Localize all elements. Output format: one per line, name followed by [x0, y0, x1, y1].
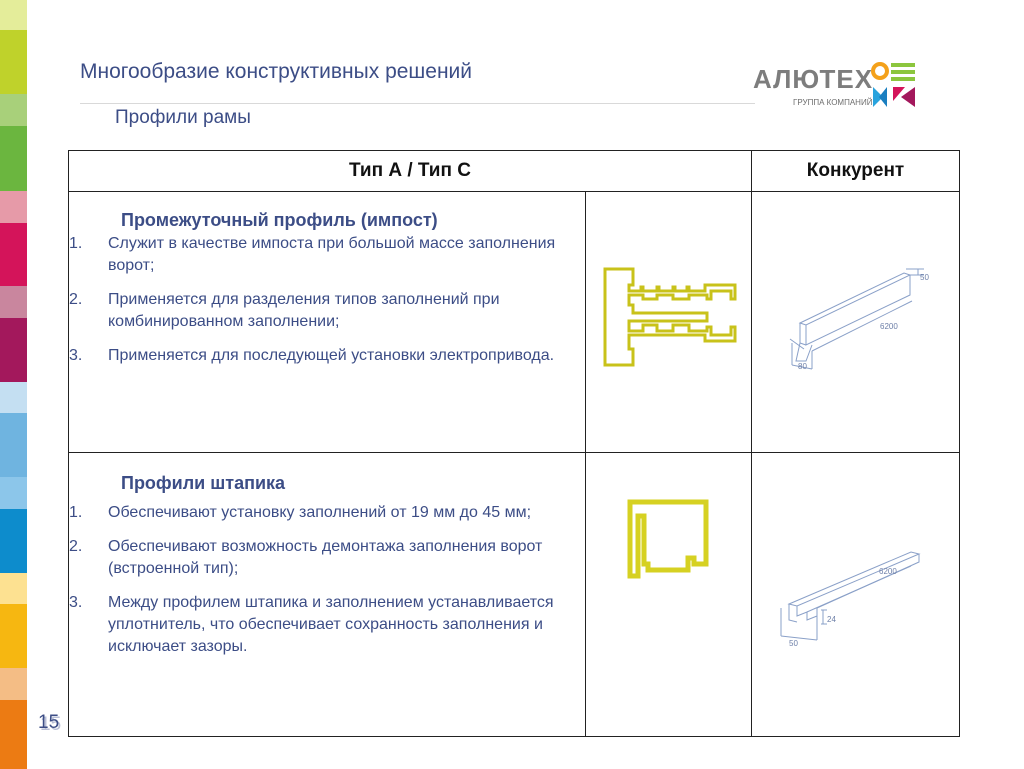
dim-label: 50 [789, 639, 798, 648]
stripe-segment [0, 286, 27, 318]
block-title: Промежуточный профиль (импост) [121, 210, 438, 230]
item-text: Обеспечивают возможность демонтажа запол… [108, 538, 543, 577]
dim-label: 6200 [879, 567, 897, 576]
item-text: Служит в качестве импоста при большой ма… [108, 235, 556, 274]
list-item: 1. Обеспечивают установку заполнений от 1… [69, 502, 573, 524]
list-item: 3. Применяется для последующей установки … [69, 345, 573, 367]
stripe-segment [0, 573, 27, 604]
item-number: 2. [69, 291, 83, 308]
list-item: 2. Применяется для разделения типов запол… [69, 289, 573, 333]
list-item: 2. Обеспечивают возможность демонтажа зап… [69, 536, 573, 580]
stripe-segment [0, 509, 27, 573]
title-divider [80, 103, 755, 104]
page-subtitle: Профили рамы [115, 107, 251, 128]
dim-label: 80 [798, 362, 807, 371]
glazing-bead-profile-drawing [627, 499, 708, 579]
left-color-stripe [0, 0, 27, 769]
logo-tagline: ГРУППА КОМПАНИЙ [793, 98, 873, 107]
item-text: Обеспечивают установку заполнений от 19 … [108, 504, 532, 521]
item-text: Применяется для последующей установки эл… [108, 347, 555, 364]
page-title: Многообразие конструктивных решений [80, 60, 473, 83]
stripe-segment [0, 94, 27, 126]
profile-drawing-cell [585, 191, 752, 453]
block-title: Профили штапика [121, 473, 286, 493]
stripe-segment [0, 604, 27, 668]
list-item: 3. Между профилем штапика и заполнением у… [69, 592, 573, 658]
item-text: Применяется для разделения типов заполне… [108, 291, 500, 330]
item-number: 2. [69, 538, 83, 555]
item-number: 3. [69, 347, 83, 364]
dim-label: 24 [827, 615, 836, 624]
competitor-drawing-cell: 6200 24 50 [751, 452, 960, 737]
item-number: 3. [69, 594, 83, 611]
feature-list: 1. Обеспечивают установку заполнений от 1… [69, 502, 585, 658]
feature-list: 1. Служит в качестве импоста при большой … [69, 233, 585, 367]
stripe-segment [0, 126, 27, 191]
competitor-impost-drawing: 50 6200 80 [789, 268, 929, 371]
company-logo: АЛЮТЕХ ГРУППА КОМПАНИЙ [753, 60, 923, 110]
stripe-segment [0, 477, 27, 509]
description-cell: Профили штапика 1. Обеспечивают установку… [68, 452, 586, 737]
list-item: 1. Служит в качестве импоста при большой … [69, 233, 573, 277]
stripe-segment [0, 30, 27, 94]
stripe-segment [0, 413, 27, 477]
header-competitor: Конкурент [751, 150, 960, 192]
table-row: Промежуточный профиль (импост) 1. Служит … [68, 191, 960, 453]
profiles-table: Тип А / Тип С Конкурент Промежуточный пр… [68, 150, 960, 737]
stripe-segment [0, 700, 27, 769]
item-number: 1. [69, 504, 83, 521]
logo-name: АЛЮТЕХ [753, 64, 874, 94]
stripe-segment [0, 223, 27, 286]
impost-profile-drawing [603, 267, 736, 366]
dim-label: 6200 [880, 322, 898, 331]
page-number-shadow: 15 [40, 714, 62, 735]
logo-mark-icon [871, 62, 915, 107]
page-number: 15 [38, 712, 60, 733]
header-type: Тип А / Тип С [68, 150, 752, 192]
item-text: Между профилем штапика и заполнением уст… [108, 594, 554, 655]
stripe-segment [0, 382, 27, 413]
competitor-bead-drawing: 6200 24 50 [780, 551, 921, 648]
stripe-segment [0, 318, 27, 382]
stripe-segment [0, 0, 27, 30]
profile-drawing-cell [585, 452, 752, 737]
stripe-segment [0, 668, 27, 700]
description-cell: Промежуточный профиль (импост) 1. Служит … [68, 191, 586, 453]
stripe-segment [0, 191, 27, 223]
competitor-drawing-cell: 50 6200 80 [751, 191, 960, 453]
item-number: 1. [69, 235, 83, 252]
dim-label: 50 [920, 273, 929, 282]
table-row: Профили штапика 1. Обеспечивают установку… [68, 452, 960, 737]
